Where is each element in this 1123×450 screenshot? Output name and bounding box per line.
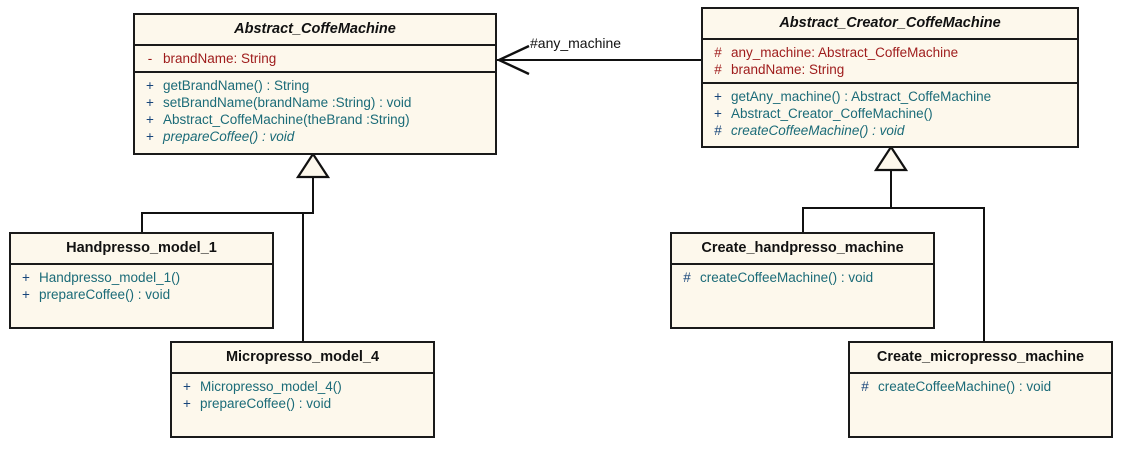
operation-signature: createCoffeeMachine() : void (878, 379, 1052, 394)
operation-row: + prepareCoffee() : void (137, 128, 493, 145)
generalization-right-drop-create-micropresso (983, 207, 985, 343)
visibility-marker: # (714, 45, 722, 60)
operations-compartment-abstract-coffemachine: + getBrandName() : String + setBrandName… (135, 71, 495, 153)
operation-signature: Abstract_Creator_CoffeMachine() (731, 106, 933, 121)
visibility-marker: + (22, 287, 30, 302)
generalization-left-drop-micropresso (302, 212, 304, 343)
visibility-marker: + (714, 89, 722, 104)
visibility-marker: + (146, 95, 154, 110)
association-line-any-machine (497, 59, 702, 61)
generalization-left-drop-handpresso (141, 212, 143, 234)
visibility-marker: # (714, 62, 722, 77)
generalization-right-bus (802, 207, 985, 209)
operation-signature: getAny_machine() : Abstract_CoffeMachine (731, 89, 992, 104)
visibility-marker: + (146, 78, 154, 93)
attribute-row: # any_machine: Abstract_CoffeMachine (705, 44, 1075, 61)
class-title-abstract-creator-coffemachine: Abstract_Creator_CoffeMachine (779, 15, 1001, 31)
operation-row: # createCoffeeMachine() : void (674, 269, 931, 286)
operation-row: + Abstract_Creator_CoffeMachine() (705, 105, 1075, 122)
visibility-marker: + (146, 129, 154, 144)
operation-row: + setBrandName(brandName :String) : void (137, 94, 493, 111)
class-abstract-coffemachine[interactable]: Abstract_CoffeMachine - brandName: Strin… (133, 13, 497, 155)
attributes-compartment-abstract-creator-coffemachine: # any_machine: Abstract_CoffeMachine # b… (703, 38, 1077, 82)
attribute-signature: brandName: String (731, 62, 845, 77)
class-create-handpresso-machine[interactable]: Create_handpresso_machine # createCoffee… (670, 232, 935, 329)
operation-row: + Micropresso_model_4() (174, 378, 431, 395)
operation-row: + Handpresso_model_1() (13, 269, 270, 286)
visibility-marker: + (22, 270, 30, 285)
operation-signature: Micropresso_model_4() (200, 379, 342, 394)
attributes-compartment-abstract-coffemachine: - brandName: String (135, 44, 495, 71)
operation-row: # createCoffeeMachine() : void (852, 378, 1109, 395)
operation-signature: Abstract_CoffeMachine(theBrand :String) (163, 112, 410, 127)
attribute-row: - brandName: String (137, 50, 493, 67)
class-title-create-micropresso-machine: Create_micropresso_machine (876, 349, 1085, 365)
visibility-marker: # (861, 379, 869, 394)
operation-signature: createCoffeeMachine() : void (731, 123, 905, 138)
operation-signature: Handpresso_model_1() (39, 270, 181, 285)
attribute-signature: any_machine: Abstract_CoffeMachine (731, 45, 959, 60)
class-title-handpresso-model-1: Handpresso_model_1 (66, 240, 217, 256)
generalization-right-stem (890, 169, 892, 209)
operation-row: + prepareCoffee() : void (174, 395, 431, 412)
class-abstract-creator-coffemachine[interactable]: Abstract_Creator_CoffeMachine # any_mach… (701, 7, 1079, 148)
visibility-marker: + (183, 379, 191, 394)
operations-compartment-create-handpresso-machine: # createCoffeeMachine() : void (672, 263, 933, 327)
class-title-abstract-coffemachine: Abstract_CoffeMachine (234, 21, 396, 37)
class-title-micropresso-model-4: Micropresso_model_4 (225, 349, 380, 365)
class-create-micropresso-machine[interactable]: Create_micropresso_machine # createCoffe… (848, 341, 1113, 438)
operation-row: + getAny_machine() : Abstract_CoffeMachi… (705, 88, 1075, 105)
operation-signature: setBrandName(brandName :String) : void (163, 95, 412, 110)
operation-signature: prepareCoffee() : void (39, 287, 171, 302)
operation-row: + getBrandName() : String (137, 77, 493, 94)
class-micropresso-model-4[interactable]: Micropresso_model_4 + Micropresso_model_… (170, 341, 435, 438)
visibility-marker: + (183, 396, 191, 411)
visibility-marker: # (683, 270, 691, 285)
operation-row: + prepareCoffee() : void (13, 286, 270, 303)
operation-row: # createCoffeeMachine() : void (705, 122, 1075, 139)
operation-row: + Abstract_CoffeMachine(theBrand :String… (137, 111, 493, 128)
visibility-marker: + (714, 106, 722, 121)
attribute-signature: brandName: String (163, 51, 277, 66)
operation-signature: prepareCoffee() : void (200, 396, 332, 411)
operations-compartment-micropresso-model-4: + Micropresso_model_4() + prepareCoffee(… (172, 372, 433, 436)
class-handpresso-model-1[interactable]: Handpresso_model_1 + Handpresso_model_1(… (9, 232, 274, 329)
association-label-any-machine: #any_machine (530, 35, 622, 51)
operation-signature: createCoffeeMachine() : void (700, 270, 874, 285)
generalization-left-stem (312, 176, 314, 214)
class-title-create-handpresso-machine: Create_handpresso_machine (701, 240, 904, 256)
generalization-right-drop-create-handpresso (802, 207, 804, 234)
visibility-marker: # (714, 123, 722, 138)
operation-signature: getBrandName() : String (163, 78, 310, 93)
visibility-marker: - (147, 51, 153, 66)
association-arrowhead-icon (496, 44, 530, 76)
attribute-row: # brandName: String (705, 61, 1075, 78)
operations-compartment-handpresso-model-1: + Handpresso_model_1() + prepareCoffee()… (11, 263, 272, 327)
operations-compartment-abstract-creator-coffemachine: + getAny_machine() : Abstract_CoffeMachi… (703, 82, 1077, 146)
operations-compartment-create-micropresso-machine: # createCoffeeMachine() : void (850, 372, 1111, 436)
visibility-marker: + (146, 112, 154, 127)
operation-signature: prepareCoffee() : void (163, 129, 295, 144)
generalization-left-bus (141, 212, 314, 214)
